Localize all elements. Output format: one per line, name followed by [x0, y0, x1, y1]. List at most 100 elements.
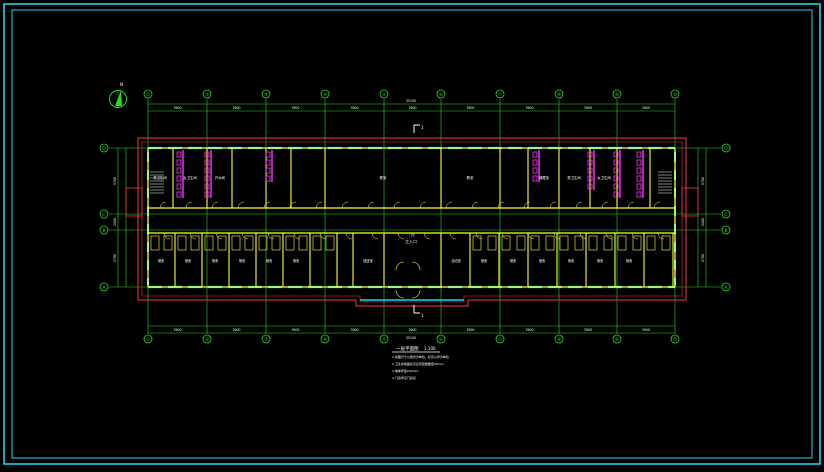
dim-bottom-bay-9: 3900 — [642, 328, 650, 332]
dim-top-total: 35100 — [406, 99, 416, 103]
axis-label-col-1-bottom: ① — [146, 337, 150, 343]
dim-top-bay-5: 3900 — [408, 106, 416, 110]
room-label-lower-8: 门厅 — [409, 232, 416, 237]
room-label-upper-5: 教室 — [380, 175, 387, 180]
toilet-fixture-6-1 — [613, 151, 619, 158]
room-label-upper-10: 女卫生间 — [597, 175, 611, 180]
toilet-fixture-5-5 — [587, 183, 593, 190]
toilet-fixture-2-5 — [204, 183, 210, 190]
dorm-bath-box-17 — [501, 235, 511, 251]
dorm-bath-box-9 — [258, 235, 268, 251]
axis-label-row-3-right: B — [724, 228, 727, 234]
dorm-bath-box-10 — [271, 235, 281, 251]
toilet-fixture-1-5 — [176, 183, 182, 190]
dim-top-bay-2: 3900 — [232, 106, 240, 110]
dim-top-bay-3: 3900 — [291, 106, 299, 110]
stair-bump-right — [681, 187, 699, 217]
plan-title-block: 一层平面图 1:100 1.本图尺寸以毫米为单位，标高以米为单位 2.卫生间地面… — [392, 346, 449, 380]
axis-bubble-row-2-right — [721, 209, 731, 219]
toilet-fixture-1-6 — [176, 191, 182, 198]
axis-bubble-col-9-bottom — [612, 334, 622, 344]
axis-label-col-7-top: ⑦ — [498, 92, 502, 98]
axis-label-col-8-bottom: ⑧ — [557, 337, 561, 343]
drawing-inner-frame — [11, 9, 813, 459]
room-label-lower-12: 宿舍 — [539, 258, 546, 263]
dim-top-bay-6: 3900 — [466, 106, 474, 110]
door-arc-upper-2 — [185, 201, 193, 209]
axis-label-col-4-top: ④ — [323, 92, 327, 98]
room-label-lower-7: 值班室 — [363, 258, 373, 263]
toilet-fixture-6-5 — [613, 183, 619, 190]
axis-bubble-row-1-left — [99, 143, 109, 153]
toilet-fixture-4-2 — [532, 159, 538, 166]
dim-top-bay-4: 3900 — [350, 106, 358, 110]
dim-bottom-total: 35100 — [406, 336, 416, 340]
dim-top-bay-7: 3900 — [525, 106, 533, 110]
room-label-upper-8: 储藏室 — [539, 175, 550, 180]
door-arc-lower-18 — [605, 232, 613, 240]
axis-label-row-1-right: D — [724, 146, 728, 152]
door-arc-upper-4 — [237, 201, 245, 209]
axis-label-col-6-top: ⑥ — [439, 92, 443, 98]
boundary-inner — [141, 141, 683, 303]
dim-bottom-bay-2: 3900 — [232, 328, 240, 332]
axis-bubble-col-1-bottom — [143, 334, 153, 344]
dorm-bath-box-16 — [487, 235, 497, 251]
door-arc-lower-9 — [371, 232, 379, 240]
toilet-fixture-5-4 — [587, 175, 593, 182]
door-arc-lower-10 — [397, 232, 405, 240]
axis-bubble-col-3-top — [261, 89, 271, 99]
door-arc-lower-16 — [553, 232, 561, 240]
dim-bottom-bay-3: 3900 — [291, 328, 299, 332]
toilet-fixture-5-2 — [587, 159, 593, 166]
dorm-bath-box-19 — [530, 235, 540, 251]
section-mark-top: 1 — [413, 124, 424, 133]
toilet-fixture-3-3 — [265, 167, 271, 174]
dorm-bath-box-27 — [646, 235, 656, 251]
toilet-fixture-4-1 — [532, 151, 538, 158]
axis-label-col-6-bottom: ⑥ — [439, 337, 443, 343]
door-arc-upper-3 — [211, 201, 219, 209]
axis-bubble-col-8-top — [554, 89, 564, 99]
axis-bubble-row-2-left — [99, 209, 109, 219]
boundary-outer — [137, 137, 687, 307]
axis-label-col-4-bottom: ④ — [323, 337, 327, 343]
entrance-door-arcs — [395, 261, 421, 299]
room-label-lower-1: 宿舍 — [158, 258, 165, 263]
door-arc-upper-8 — [341, 201, 349, 209]
room-label-lower-2: 宿舍 — [185, 258, 192, 263]
dim-bottom-bay-4: 3900 — [350, 328, 358, 332]
room-label-lower-3: 宿舍 — [212, 258, 219, 263]
toilet-fixture-7-5 — [636, 183, 642, 190]
axis-label-row-2-right: C — [724, 212, 727, 218]
dorm-bath-box-8 — [244, 235, 254, 251]
axis-bubble-col-4-top — [320, 89, 330, 99]
axis-label-col-9-top: ⑨ — [615, 92, 619, 98]
axis-label-col-10-bottom: ⑩ — [673, 337, 677, 343]
door-arc-upper-12 — [445, 201, 453, 209]
north-arrow-icon: N — [109, 82, 127, 108]
toilet-fixture-2-1 — [204, 151, 210, 158]
plan-note-4: 4.门窗详见门窗表 — [392, 375, 416, 380]
axis-bubble-row-3-left — [99, 225, 109, 235]
toilet-fixture-6-3 — [613, 167, 619, 174]
axis-bubble-row-4-left — [99, 282, 109, 292]
toilet-fixture-1-2 — [176, 159, 182, 166]
axis-label-row-4-right: A — [724, 285, 728, 291]
axis-bubble-col-2-bottom — [202, 334, 212, 344]
door-arc-upper-19 — [627, 201, 635, 209]
axis-label-col-10-top: ⑩ — [673, 92, 677, 98]
door-arc-upper-14 — [497, 201, 505, 209]
room-label-lower-15: 宿舍 — [626, 258, 633, 263]
door-arc-upper-13 — [471, 201, 479, 209]
room-label-upper-3: 开水间 — [215, 175, 226, 180]
axis-label-col-7-bottom: ⑦ — [498, 337, 502, 343]
dim-side-3: 5700 — [113, 254, 117, 262]
plan-note-2: 2.卫生间地面标高比同层楼面低20mm — [392, 361, 444, 366]
axis-bubble-row-1-right — [721, 143, 731, 153]
room-label-upper-6: 教室 — [467, 175, 474, 180]
door-arc-lower-17 — [579, 232, 587, 240]
room-label-upper-1: 男卫生间 — [153, 175, 167, 180]
